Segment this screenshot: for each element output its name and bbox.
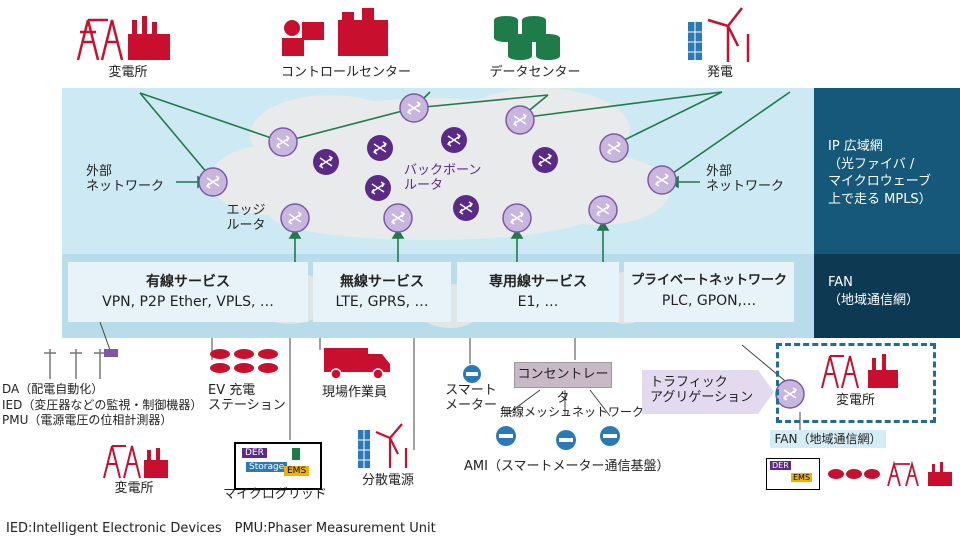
ev-charging-icon [210, 349, 278, 373]
wired-service-title: 有線サービス [146, 274, 230, 290]
backbone-router-label: バックボーン ルータ [404, 163, 482, 193]
edge-router [268, 127, 298, 157]
edge-router [502, 203, 532, 233]
ip-wan-label-line1: IP 広域網 [828, 139, 883, 154]
substation-top-label: 変電所 [108, 65, 148, 80]
distributed-power-icon [358, 423, 408, 468]
microgrid-tag-ems: EMS [284, 466, 310, 476]
ami-label: AMI（スマートメーター通信基盤） [464, 459, 670, 474]
wireless-service-title: 無線サービス [340, 274, 424, 290]
right-substation-label: 変電所 [836, 393, 876, 408]
right-substation-icon [821, 354, 898, 389]
private-network-title: プライベートネットワーク [630, 273, 787, 288]
backbone-router [365, 175, 391, 201]
da-label: DA（配電自動化） [2, 382, 104, 396]
backbone-router [532, 147, 558, 173]
field-truck-icon [324, 348, 390, 380]
ip-wan-label-line4: 上で走る MPLS） [828, 191, 932, 207]
control-center-icon [282, 8, 388, 56]
smart-meter-icon [463, 365, 481, 383]
wireless-service-box: 無線サービス LTE, GPRS, … [313, 262, 451, 322]
backbone-router [367, 135, 393, 161]
backbone-router [313, 149, 339, 175]
right-der-ems-box: DER EMS [766, 458, 820, 490]
pmu-label: PMU（電源電圧の位相計測器） [2, 413, 173, 428]
ied-label: IED（変圧器などの監視・制御機器） [2, 397, 203, 412]
backbone-router [453, 195, 479, 221]
data-center-icon [494, 16, 560, 60]
microgrid-tag-storage: Storage [246, 462, 288, 472]
data-center-label: データセンター [489, 65, 581, 80]
private-network-detail: PLC, GPON,… [661, 292, 757, 309]
substation-bottom-icon [103, 445, 168, 479]
smart-meter-icon [556, 430, 576, 450]
traffic-aggregation-label: トラフィック アグリゲーション [650, 375, 754, 405]
edge-router-label: エッジ ルータ [226, 203, 266, 233]
control-center-label: コントロールセンター [280, 65, 411, 80]
wired-service-box: 有線サービス VPN, P2P Ether, VPLS, … [68, 262, 308, 322]
external-network-left-label: 外部 ネットワーク [86, 164, 165, 194]
mesh-meters [496, 426, 620, 450]
da-ied-pmu-list: DA（配電自動化） IED（変圧器などの監視・制御機器） PMU（電源電圧の位相… [2, 382, 202, 429]
traffic-aggregation-arrow [642, 370, 774, 414]
ip-wan-label-line2: （光ファイバ / [828, 156, 915, 172]
wired-service-detail: VPN, P2P Ether, VPLS, … [102, 294, 274, 311]
external-network-right-label: 外部 ネットワーク [706, 164, 785, 194]
private-network-box: プライベートネットワーク PLC, GPON,… [624, 262, 794, 322]
ev-cars-icon [828, 469, 880, 479]
right-fan-label: FAN（地域通信網） [770, 430, 886, 448]
field-workers-label: 現場作業員 [322, 385, 388, 400]
leased-line-service-detail: E1, … [517, 294, 559, 311]
da-pole-icon [44, 349, 118, 379]
backbone-router-group [313, 127, 805, 409]
right-tag-ems: EMS [791, 473, 813, 482]
edge-router [505, 105, 535, 135]
generation-label: 発電 [706, 65, 733, 80]
concentrator-box: コンセントレータ [514, 362, 612, 406]
edge-router-group [198, 93, 677, 233]
right-assets-icons [828, 460, 952, 487]
smart-meter-icon [600, 426, 620, 446]
factory-icon [928, 462, 952, 486]
edge-router [383, 203, 413, 233]
mesh-network-label: 無線メッシュネットワーク [500, 405, 645, 419]
leased-line-service-box: 専用線サービス E1, … [457, 262, 619, 322]
edge-router [399, 93, 429, 123]
right-tag-der: DER [770, 461, 791, 470]
edge-router [588, 195, 618, 225]
fan-label-line1: FAN [828, 275, 853, 290]
edge-router [280, 203, 310, 233]
microgrid-label: マイクログリッド [223, 487, 327, 502]
microgrid-box: DER Storage EMS [234, 442, 322, 490]
footnote: IED:Intelligent Electronic Devices PMU:P… [6, 521, 436, 536]
ip-wan-label-line3: マイクロウェーブ [828, 174, 931, 190]
edge-router [599, 133, 629, 163]
tower-icon [887, 460, 919, 487]
fan-label-line2: （地域通信網） [828, 292, 920, 308]
substation-top-icon [76, 16, 170, 61]
wireless-service-detail: LTE, GPRS, … [335, 294, 429, 311]
substation-bottom-label: 変電所 [114, 481, 154, 496]
distributed-power-label: 分散電源 [362, 473, 415, 488]
smart-meter-label: スマート メーター [444, 383, 497, 413]
power-generation-icon [688, 7, 750, 62]
microgrid-tag-der: DER [242, 448, 267, 458]
backbone-router [441, 127, 467, 153]
leased-line-service-title: 専用線サービス [489, 274, 587, 290]
fan-label-box: FAN （地域通信網） [814, 254, 960, 338]
ev-charging-label: EV 充電 ステーション [208, 383, 286, 413]
edge-router [647, 165, 677, 195]
edge-router [198, 167, 228, 197]
smart-meter-icon [496, 426, 516, 446]
ip-wan-label-box: IP 広域網 （光ファイバ / マイクロウェーブ 上で走る MPLS） [814, 88, 960, 254]
right-substation-box [776, 343, 936, 423]
